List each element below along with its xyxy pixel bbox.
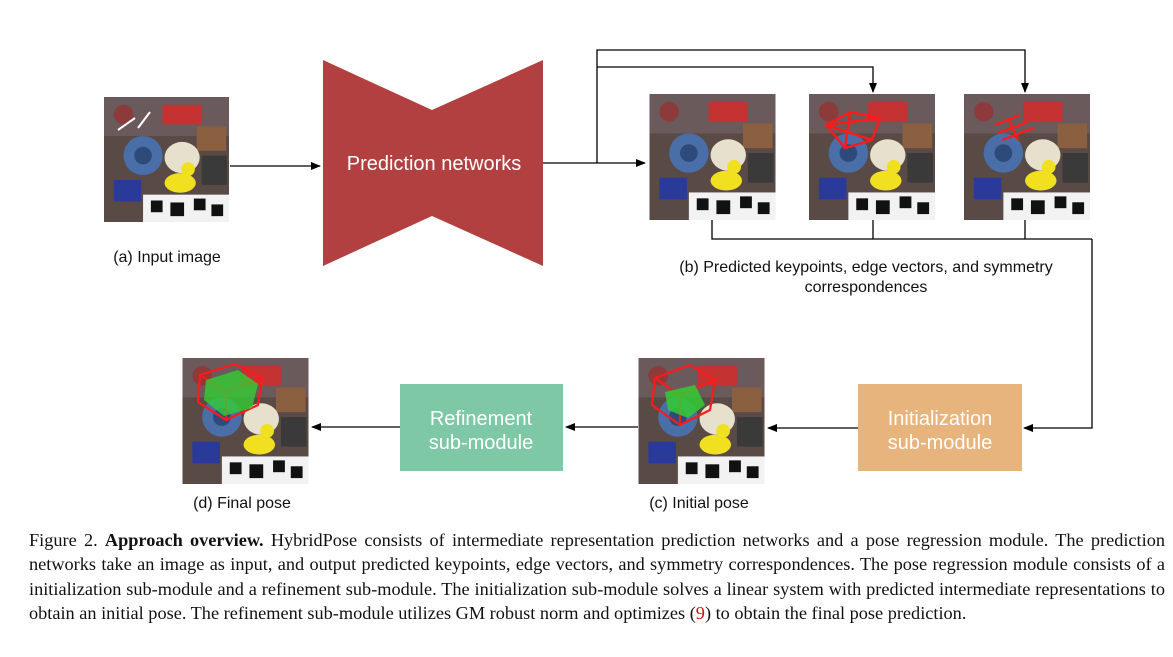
initial-pose-image	[638, 358, 765, 484]
refinement-label-line1: Refinement	[430, 408, 533, 430]
merge-to-initialization-arrow	[711, 220, 1093, 432]
prediction-networks-block: Prediction networks	[323, 60, 543, 266]
initialization-label-line1: Initialization	[888, 408, 993, 430]
caption-prefix: Figure 2.	[29, 530, 105, 550]
caption-title: Approach overview.	[104, 530, 264, 550]
predicted-edge-vectors-image	[809, 94, 935, 220]
initial-pose-label: (c) Initial pose	[649, 495, 749, 512]
refinement-label-line2: sub-module	[429, 432, 534, 454]
predicted-keypoints-image	[649, 94, 776, 220]
figure-caption: Figure 2. Approach overview. HybridPose …	[29, 528, 1165, 626]
input-image	[104, 97, 229, 222]
initialization-block: Initialization sub-module	[858, 384, 1022, 471]
predicted-label-line1: (b) Predicted keypoints, edge vectors, a…	[679, 259, 1053, 276]
approach-diagram: (a) Input image Prediction networks (b) …	[104, 49, 1093, 512]
caption-body: HybridPose consists of intermediate repr…	[29, 530, 1165, 624]
prediction-output-arrows	[543, 49, 1029, 167]
refinement-block: Refinement sub-module	[400, 384, 563, 471]
initialization-label-line2: sub-module	[888, 432, 993, 454]
predicted-label-line2: correspondences	[805, 279, 928, 296]
input-image-label: (a) Input image	[113, 249, 221, 266]
equation-reference-link[interactable]: 9	[695, 603, 705, 624]
caption-end: ) to obtain the final pose prediction.	[704, 603, 967, 624]
final-pose-label: (d) Final pose	[193, 495, 291, 512]
prediction-networks-label: Prediction networks	[347, 153, 522, 175]
final-pose-image	[182, 358, 309, 484]
predicted-symmetry-image	[964, 94, 1090, 220]
